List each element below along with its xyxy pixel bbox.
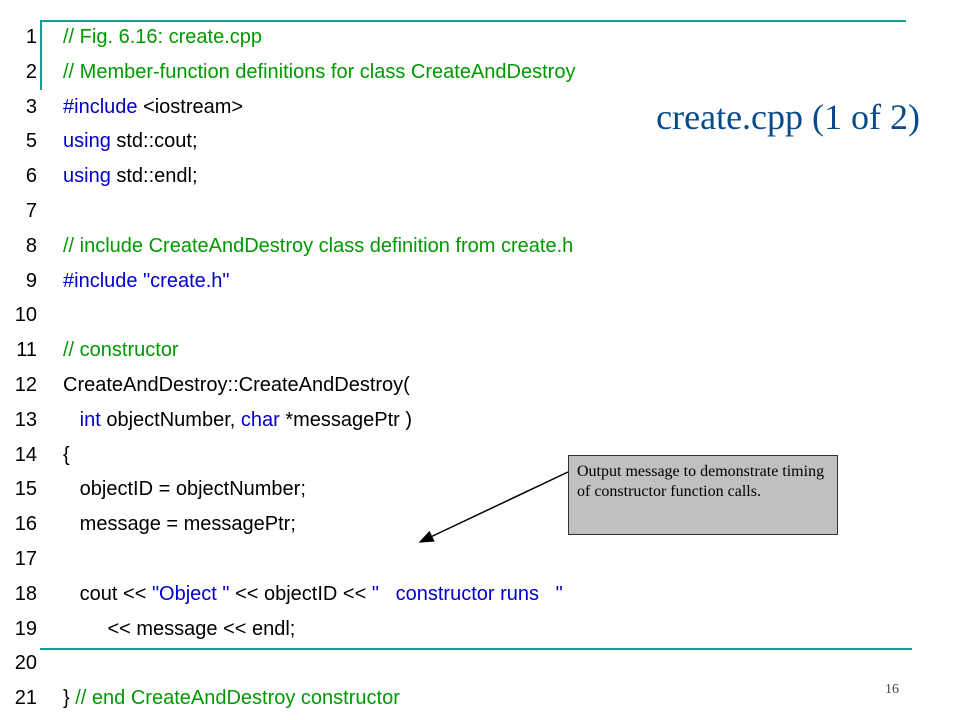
- code-token: std::cout;: [116, 130, 198, 153]
- code-token: << message << endl;: [63, 617, 296, 640]
- code-token: << objectID <<: [229, 582, 372, 605]
- code-text: } // end CreateAndDestroy constructor: [37, 681, 400, 716]
- code-token: std::endl;: [116, 165, 198, 188]
- callout-box: Output message to demonstrate timing of …: [568, 455, 838, 535]
- code-line: 2 // Member-function definitions for clas…: [0, 55, 700, 90]
- code-text: CreateAndDestroy::CreateAndDestroy(: [37, 368, 410, 403]
- line-number: 15: [14, 478, 37, 501]
- code-token: {: [63, 443, 70, 466]
- page-number: 16: [885, 682, 899, 697]
- code-text: using std::cout;: [37, 124, 198, 159]
- line-number: 16: [14, 513, 37, 536]
- code-token: " constructor runs ": [371, 582, 563, 605]
- code-token: int: [63, 408, 107, 431]
- code-token: // constructor: [63, 339, 179, 362]
- code-text: using std::endl;: [37, 159, 198, 194]
- line-number: 9: [25, 269, 37, 292]
- line-number: 12: [14, 373, 37, 396]
- code-text: // Fig. 6.16: create.cpp: [37, 20, 262, 55]
- line-number: 10: [14, 304, 37, 327]
- code-line: 11 // constructor: [0, 333, 700, 368]
- code-text: [37, 194, 63, 229]
- line-number: 11: [16, 339, 37, 362]
- code-line: 19 << message << endl;: [0, 612, 700, 647]
- line-number: 1: [25, 26, 37, 48]
- line-number: 8: [25, 234, 37, 257]
- line-number: 3: [25, 95, 37, 118]
- code-line: 3#include <iostream>: [0, 90, 700, 125]
- code-line: 18 cout << "Object " << objectID << " co…: [0, 577, 700, 612]
- code-token: objectNumber,: [106, 408, 241, 431]
- line-number: 13: [14, 408, 37, 431]
- code-token: <iostream>: [143, 95, 244, 118]
- bottom-rule: [40, 648, 912, 650]
- code-text: {: [37, 438, 70, 473]
- left-rule: [40, 20, 42, 90]
- code-line: 9#include "create.h": [0, 264, 700, 299]
- code-token: using: [63, 130, 117, 153]
- top-rule: [40, 20, 906, 22]
- code-text: #include <iostream>: [37, 90, 243, 125]
- code-text: #include "create.h": [37, 264, 230, 299]
- code-line: 8 // include CreateAndDestroy class defin…: [0, 229, 700, 264]
- code-token: *messagePtr ): [285, 408, 413, 431]
- code-text: [37, 542, 63, 577]
- code-line: 21} // end CreateAndDestroy constructor: [0, 681, 700, 716]
- code-token: cout <<: [63, 582, 152, 605]
- code-line: 20: [0, 646, 700, 681]
- line-number: 18: [14, 582, 37, 605]
- line-number: 14: [14, 443, 37, 466]
- code-line: 15 objectID = objectNumber;: [0, 472, 700, 507]
- code-line: 7: [0, 194, 700, 229]
- line-number: 21: [14, 687, 37, 710]
- slide-title: create.cpp (1 of 2): [656, 97, 920, 137]
- code-text: [37, 646, 63, 681]
- code-text: objectID = objectNumber;: [37, 472, 306, 507]
- line-number: 7: [25, 199, 37, 222]
- code-listing: 1 // Fig. 6.16: create.cpp 2 // Member-func…: [0, 20, 700, 716]
- code-token: message = messagePtr;: [63, 513, 296, 536]
- code-text: cout << "Object " << objectID << " const…: [37, 577, 563, 612]
- code-text: // constructor: [37, 333, 179, 368]
- code-token: // include CreateAndDestroy class defini…: [63, 234, 574, 257]
- code-token: "Object ": [151, 582, 230, 605]
- code-token: char: [240, 408, 286, 431]
- code-token: CreateAndDestroy::CreateAndDestroy(: [63, 373, 410, 396]
- code-token: // Member-function definitions for class…: [63, 60, 576, 83]
- code-text: int objectNumber, char *messagePtr ): [37, 403, 412, 438]
- code-text: // Member-function definitions for class…: [37, 55, 575, 90]
- code-text: message = messagePtr;: [37, 507, 296, 542]
- code-text: [37, 298, 63, 333]
- line-number: 19: [14, 617, 37, 640]
- code-line: 16 message = messagePtr;: [0, 507, 700, 542]
- code-token: "create.h": [143, 269, 230, 292]
- code-line: 1 // Fig. 6.16: create.cpp: [0, 20, 700, 55]
- code-line: 14 {: [0, 438, 700, 473]
- line-number: 2: [25, 60, 37, 83]
- code-line: 17: [0, 542, 700, 577]
- code-token: // Fig. 6.16: create.cpp: [63, 26, 262, 48]
- code-line: 12 CreateAndDestroy::CreateAndDestroy(: [0, 368, 700, 403]
- code-token: #include: [63, 269, 144, 292]
- line-number: 20: [14, 652, 37, 675]
- line-number: 6: [25, 165, 37, 188]
- code-token: objectID = objectNumber;: [63, 478, 306, 501]
- line-number: 5: [25, 130, 37, 153]
- code-token: }: [63, 687, 76, 710]
- code-line: 10: [0, 298, 700, 333]
- code-token: using: [63, 165, 117, 188]
- code-line: 13 int objectNumber, char *messagePtr ): [0, 403, 700, 438]
- line-number: 17: [14, 547, 37, 570]
- code-token: // end CreateAndDestroy constructor: [75, 687, 400, 710]
- code-text: // include CreateAndDestroy class defini…: [37, 229, 573, 264]
- code-token: #include: [63, 95, 144, 118]
- code-text: << message << endl;: [37, 612, 295, 647]
